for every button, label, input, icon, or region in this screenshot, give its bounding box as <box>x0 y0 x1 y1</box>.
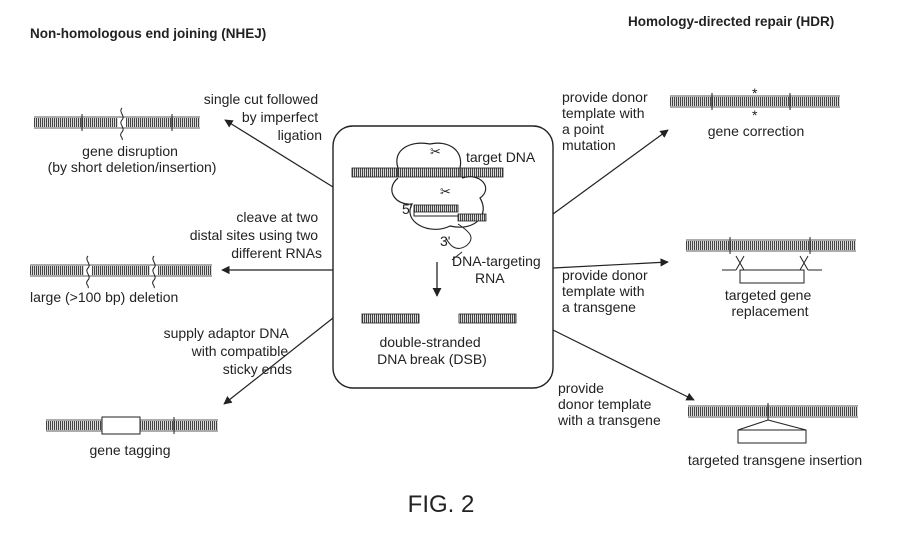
insertion-donor <box>737 429 807 444</box>
cas9-lobe-top <box>396 142 462 169</box>
mutation-asterisk-top: * <box>752 85 758 101</box>
gene-disruption-label: gene disruption (by short deletion/inser… <box>48 143 217 175</box>
arrow-to-gene-replacement <box>552 258 669 269</box>
gene-correction-dna <box>670 93 840 110</box>
arrow-to-gene-tagging <box>223 317 334 405</box>
gene-tagging-dna <box>46 416 218 435</box>
arrow-to-transgene-insertion <box>552 329 695 401</box>
transgene-insertion-label: targeted transgene insertion <box>688 452 862 468</box>
target-dna-middle <box>397 167 461 178</box>
mutation-asterisk-bottom: * <box>752 107 758 123</box>
target-dna-complex: ✂ ✂ <box>351 142 504 249</box>
gene-disruption-dna <box>34 107 200 141</box>
scissors-icon-top: ✂ <box>430 144 441 159</box>
transgene-b-label: provide donor template with a transgene <box>557 380 661 428</box>
rna-tail <box>445 223 472 249</box>
cleave-two-label: cleave at two distal sites using two dif… <box>190 209 322 261</box>
arrow-to-gene-correction <box>552 129 669 215</box>
tag-insert <box>101 416 141 435</box>
gene-tagging-label: gene tagging <box>90 442 171 458</box>
dsb-label: double-stranded DNA break (DSB) <box>377 334 487 367</box>
dsb-fragment-left <box>361 313 420 324</box>
cas9-dsb-panel <box>332 125 554 389</box>
gene-correction-label: gene correction <box>708 123 805 139</box>
five-prime-label: 5' <box>402 201 412 217</box>
transgene-insertion-dna <box>688 403 858 444</box>
large-deletion-label: large (>100 bp) deletion <box>30 289 178 305</box>
scissors-icon-bottom: ✂ <box>440 184 451 199</box>
guide-rna-strand <box>413 210 458 217</box>
tracr-rna-stem <box>457 213 487 222</box>
replacement-donor <box>739 269 805 284</box>
target-dna-label: target DNA <box>466 149 536 165</box>
break-squiggle <box>120 107 124 141</box>
adaptor-label: supply adaptor DNA with compatible stick… <box>164 325 292 377</box>
gene-replacement-dna <box>686 237 856 284</box>
gene-replacement-label: targeted gene replacement <box>725 287 815 319</box>
single-cut-label: single cut followed by imperfect ligatio… <box>204 91 322 143</box>
hdr-header: Homology-directed repair (HDR) <box>628 14 834 29</box>
target-dna-right <box>460 167 504 178</box>
three-prime-label: 3' <box>440 233 450 249</box>
transgene-a-label: provide donor template with a transgene <box>562 267 652 315</box>
rna-label-pointer <box>451 251 463 261</box>
dsb-fragment-right <box>458 313 517 324</box>
point-mutation-label: provide donor template with a point muta… <box>562 89 652 153</box>
rna-label: DNA-targeting RNA <box>452 253 545 286</box>
target-dna-left <box>351 167 398 178</box>
arrow-to-gene-disruption <box>224 119 334 188</box>
guide-rna-duplex <box>413 204 459 213</box>
figure-label: FIG. 2 <box>408 491 475 518</box>
nhej-header: Non-homologous end joining (NHEJ) <box>30 26 266 41</box>
large-deletion-dna <box>30 255 212 289</box>
